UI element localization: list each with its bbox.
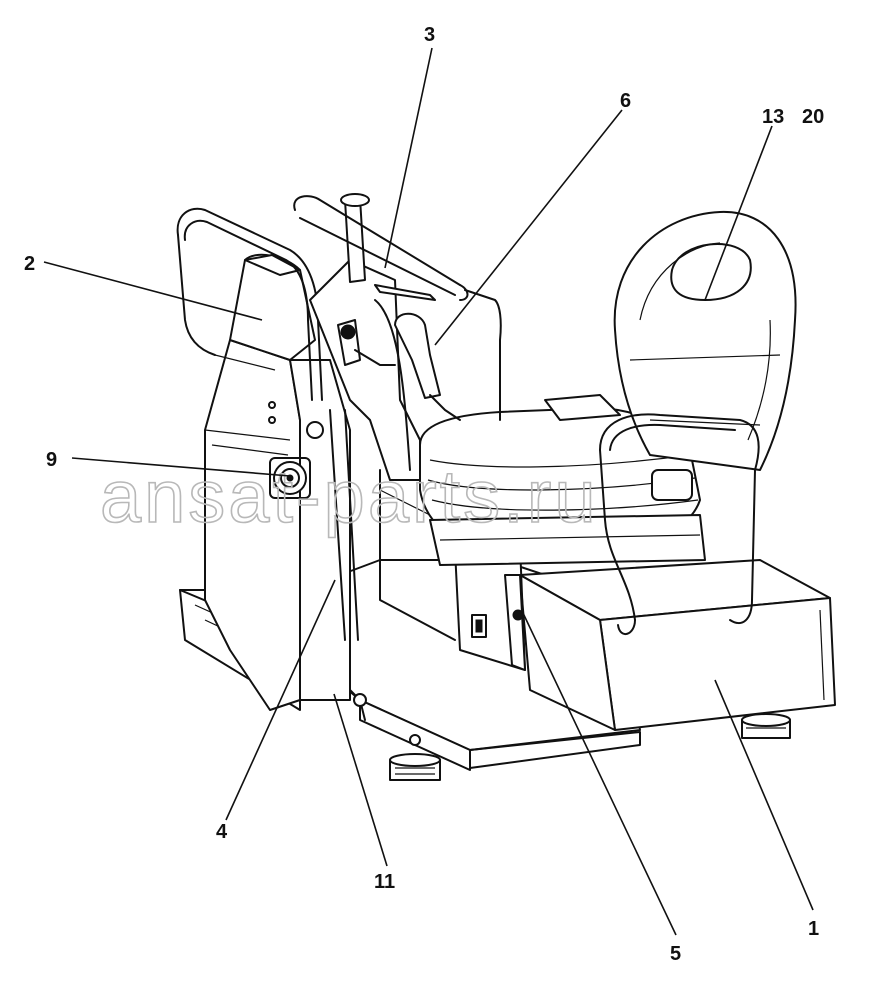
seat-armrest-frame — [599, 413, 760, 635]
leader-lines — [43, 47, 814, 936]
rear-panel — [379, 289, 502, 641]
callout-2: 2 — [24, 253, 35, 275]
leader-2 — [43, 261, 263, 321]
leader-3 — [384, 47, 433, 269]
leader-13-20 — [704, 125, 773, 301]
callout-1: 1 — [808, 918, 819, 940]
seat-backrest — [613, 210, 797, 471]
leader-6 — [434, 109, 623, 346]
callout-3: 3 — [424, 24, 435, 46]
watermark-text: ansat-parts.ru — [100, 455, 599, 538]
control-column — [293, 193, 469, 481]
callout-11: 11 — [374, 871, 395, 893]
leader-4 — [225, 579, 336, 821]
left-control-console — [204, 253, 359, 711]
callout-20: 20 — [802, 106, 824, 128]
leader-9 — [71, 457, 291, 477]
leader-11 — [333, 693, 388, 867]
leader-1 — [714, 679, 814, 911]
callout-5: 5 — [670, 943, 681, 965]
callout-13: 13 — [762, 106, 784, 128]
callout-labels: 3 6 13 20 2 9 4 11 5 1 — [24, 24, 824, 965]
leader-5 — [522, 612, 677, 936]
seat-cushion — [419, 394, 706, 566]
callout-4: 4 — [216, 821, 228, 843]
callout-9: 9 — [46, 449, 57, 471]
mounting-feet — [353, 693, 791, 781]
callout-6: 6 — [620, 90, 631, 112]
